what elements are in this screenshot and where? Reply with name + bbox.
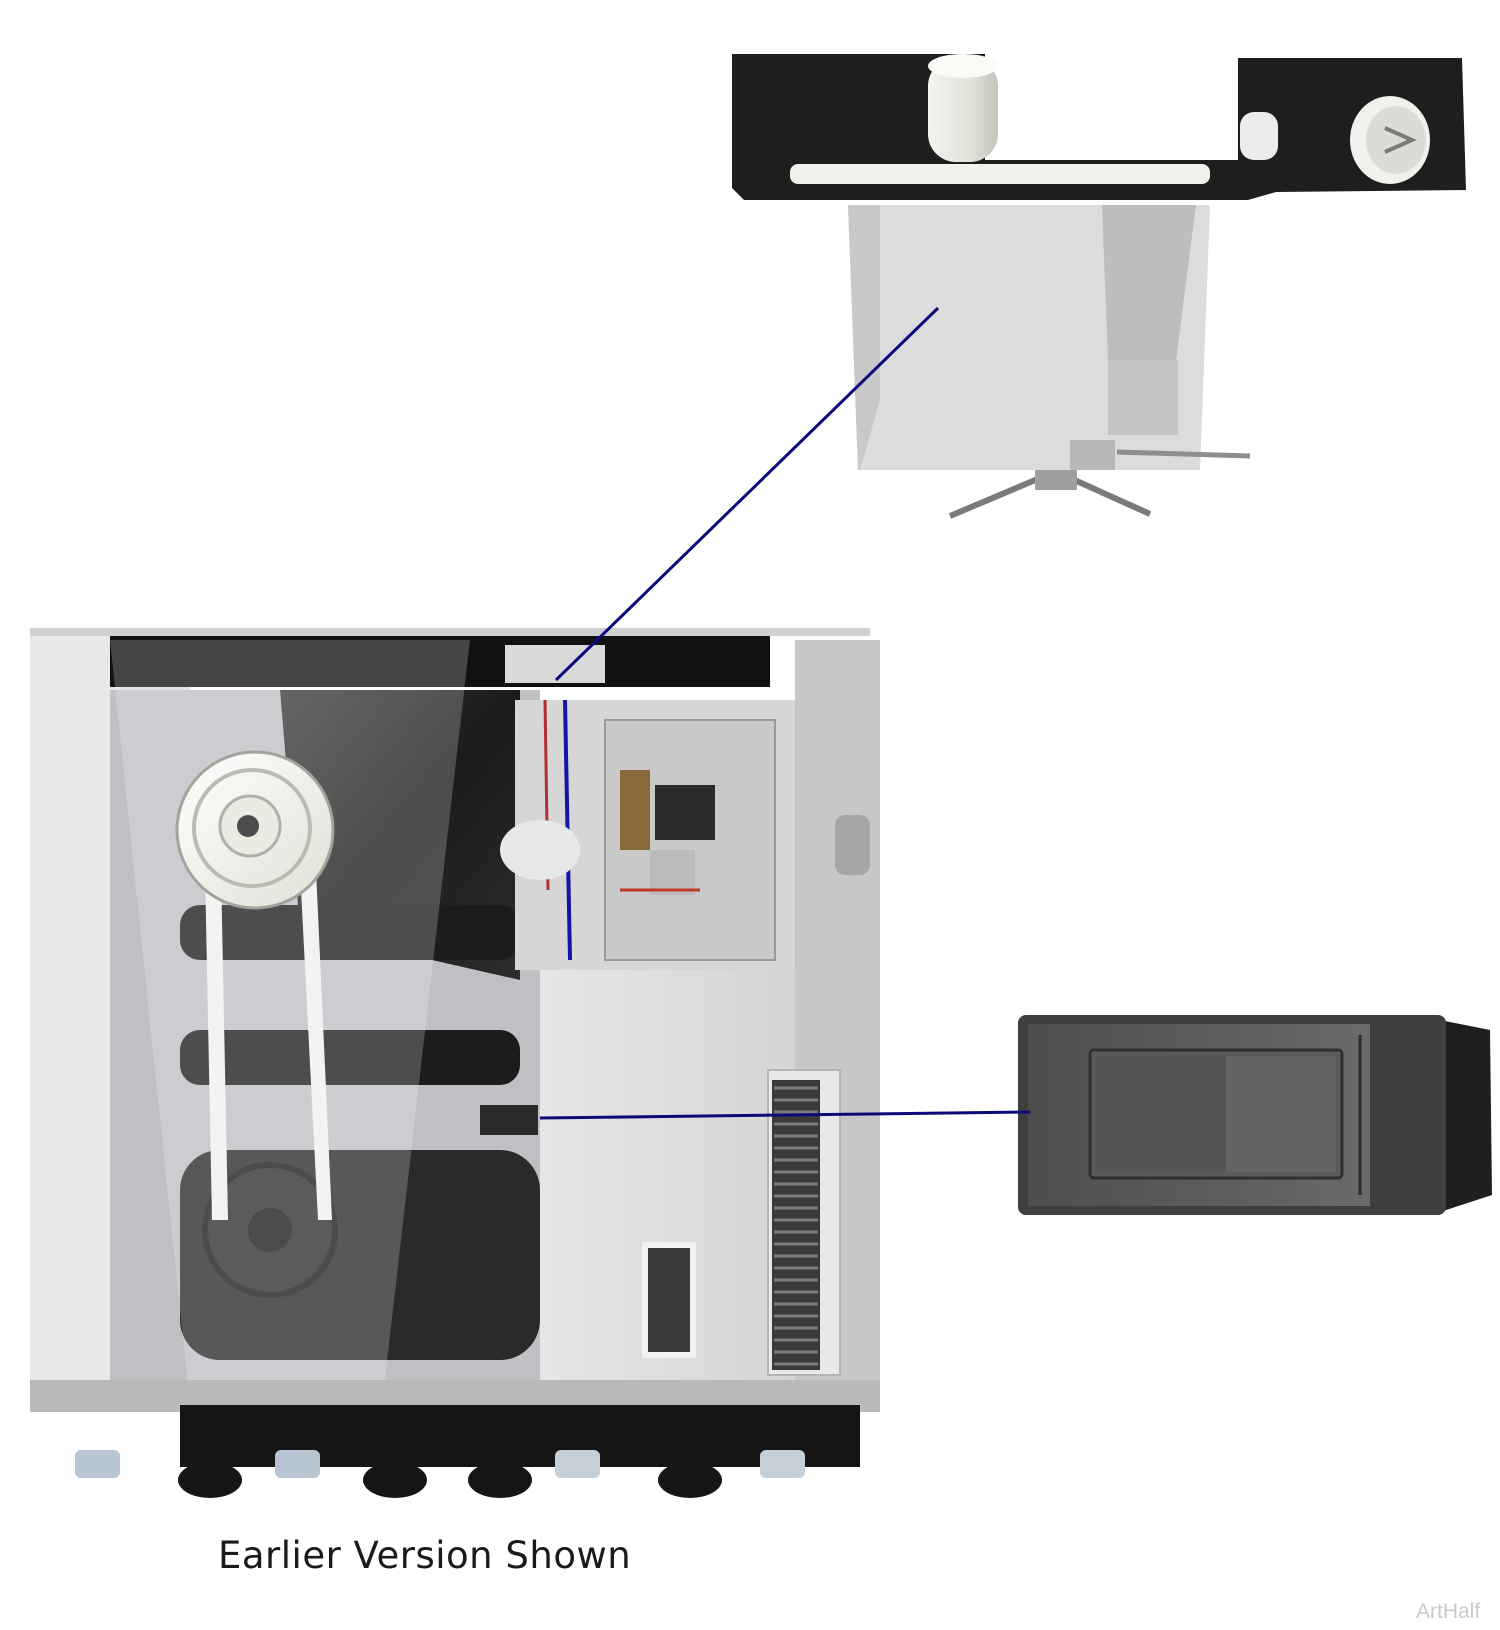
standoff <box>1240 112 1278 160</box>
switch-bracket <box>732 54 1466 200</box>
screw-icon <box>1350 96 1430 184</box>
top-frame-bar <box>110 635 770 687</box>
leader-line-interlock-switch <box>554 306 940 682</box>
interlock-switch-illustration <box>732 54 1466 519</box>
bracket-slot <box>790 164 1210 184</box>
relay <box>655 785 715 840</box>
switch-lever <box>1102 205 1196 360</box>
rocker-switch-location <box>480 1105 538 1135</box>
interlock-switch-location <box>505 645 605 683</box>
vent-grille <box>767 1069 841 1376</box>
rocker-switch-illustration <box>1018 1015 1492 1215</box>
main-unit-illustration <box>30 628 880 1498</box>
actuator-plunger <box>928 58 998 162</box>
leveling-feet <box>75 1450 805 1478</box>
access-slot <box>642 1242 696 1358</box>
caption: Earlier Version Shown <box>218 1534 632 1577</box>
pulley-icon <box>175 750 335 910</box>
leader-line-rocker-switch <box>539 1110 1031 1120</box>
drive-belt <box>205 870 332 1220</box>
watermark: ArtHalf <box>1416 1600 1481 1623</box>
casters <box>178 1462 722 1498</box>
terminal <box>1070 440 1115 470</box>
